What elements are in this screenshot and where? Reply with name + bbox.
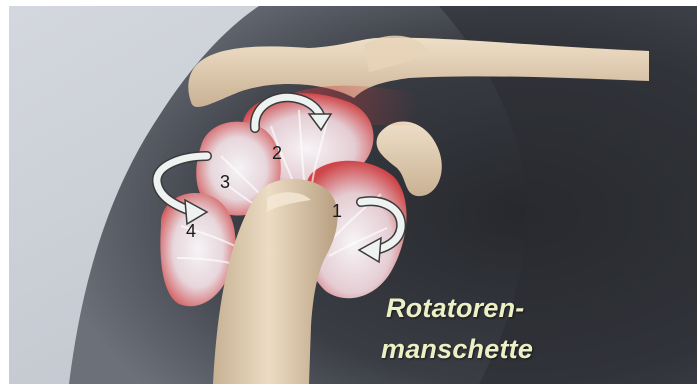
muscle-label-1: 1	[332, 202, 342, 220]
muscle-label-2: 2	[272, 144, 282, 162]
shoulder-illustration-svg	[9, 6, 697, 384]
shoulder-illustration: 1 2 3 4	[9, 6, 697, 384]
caption-line-2: manschette	[381, 336, 611, 363]
muscle-label-4: 4	[186, 222, 196, 240]
caption-line-1: Rotatoren-	[386, 295, 616, 322]
muscle-label-3: 3	[220, 173, 230, 191]
